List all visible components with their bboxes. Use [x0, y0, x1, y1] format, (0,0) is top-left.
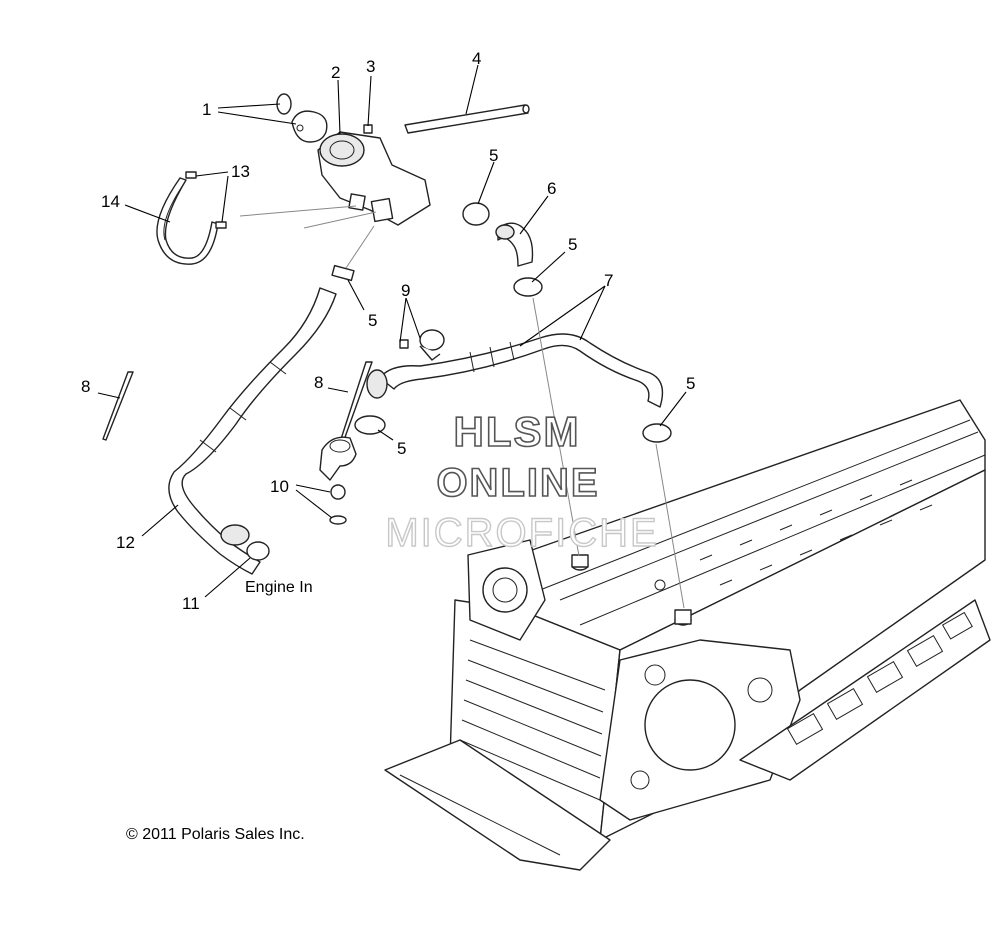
watermark: HLSM ONLINE MICROFICHE — [385, 407, 658, 556]
watermark-line-1: HLSM — [454, 408, 581, 455]
part-8-cable-ties — [102, 361, 373, 441]
callout-labels: 1 2 3 4 5 6 5 7 5 13 14 9 5 8 8 5 10 12 … — [81, 49, 695, 613]
callout-1: 1 — [202, 100, 211, 119]
callout-10: 10 — [270, 477, 289, 496]
part-14-small-hose — [156, 177, 219, 265]
part-1-cap-gasket — [276, 93, 328, 143]
watermark-line-3: MICROFICHE — [385, 511, 658, 555]
callout-7: 7 — [604, 271, 613, 290]
callout-9: 9 — [401, 281, 410, 300]
callout-13: 13 — [231, 162, 250, 181]
callout-3: 3 — [366, 57, 375, 76]
callout-8-a: 8 — [314, 373, 323, 392]
part-9-clamp — [399, 329, 445, 361]
callout-5-b: 5 — [568, 235, 577, 254]
engine-in-label: Engine In — [245, 579, 313, 596]
part-5-clamps — [331, 202, 672, 443]
watermark-line-2: ONLINE — [436, 461, 599, 505]
tunnel-chassis — [384, 399, 991, 871]
part-7-coolant-hose — [366, 333, 664, 408]
part-10-fitting — [319, 436, 357, 525]
copyright-text: © 2011 Polaris Sales Inc. — [126, 826, 305, 843]
part-11-clamp — [246, 541, 270, 561]
part-4-bleed-rod — [404, 104, 530, 134]
callout-11: 11 — [182, 594, 200, 613]
part-13-hose-clamps — [185, 171, 227, 229]
callout-8-b: 8 — [81, 377, 90, 396]
callout-5-c: 5 — [686, 374, 695, 393]
part-3-bleed-screw — [363, 124, 373, 134]
leader-lines — [97, 64, 687, 609]
callout-5-d: 5 — [368, 311, 377, 330]
callout-14: 14 — [101, 192, 120, 211]
callout-12: 12 — [116, 533, 135, 552]
part-12-engine-hose — [168, 287, 337, 575]
callout-6: 6 — [547, 179, 556, 198]
part-6-elbow-hose — [495, 222, 534, 267]
callout-5-e: 5 — [397, 439, 406, 458]
callout-4: 4 — [472, 49, 481, 68]
callout-5-a: 5 — [489, 146, 498, 165]
callout-2: 2 — [331, 63, 340, 82]
part-2-fill-housing — [317, 131, 431, 226]
